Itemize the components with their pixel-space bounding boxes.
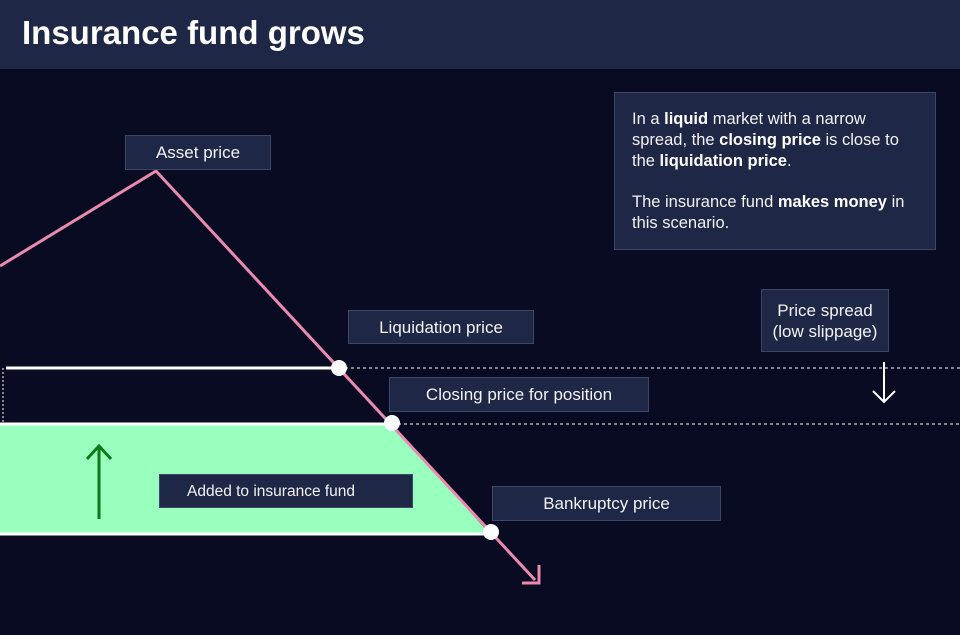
- price-spread-line1: Price spread: [777, 300, 873, 320]
- page-title: Insurance fund grows: [22, 14, 365, 51]
- arrow-up-icon: [85, 443, 113, 519]
- added-to-fund-label: Added to insurance fund: [159, 474, 413, 508]
- bankruptcy-point: [483, 524, 499, 540]
- info-paragraph-2: The insurance fund makes money in this s…: [632, 193, 905, 232]
- info-paragraph-1: In a liquid market with a narrow spread,…: [632, 110, 899, 170]
- arrow-down-icon: [872, 362, 896, 404]
- price-spread-line2: (low slippage): [772, 321, 878, 341]
- asset-price-line: [0, 169, 537, 582]
- info-panel: In a liquid market with a narrow spread,…: [614, 92, 936, 250]
- bankruptcy-price-label: Bankruptcy price: [492, 486, 721, 521]
- liquidation-point: [331, 360, 347, 376]
- price-spread-label: Price spread (low slippage): [761, 289, 889, 352]
- header: Insurance fund grows: [0, 0, 960, 69]
- price-arrowhead-icon: [522, 565, 541, 585]
- asset-price-label: Asset price: [125, 135, 271, 170]
- liquidation-price-label: Liquidation price: [348, 310, 534, 344]
- closing-point: [384, 415, 400, 431]
- closing-price-label: Closing price for position: [389, 377, 649, 412]
